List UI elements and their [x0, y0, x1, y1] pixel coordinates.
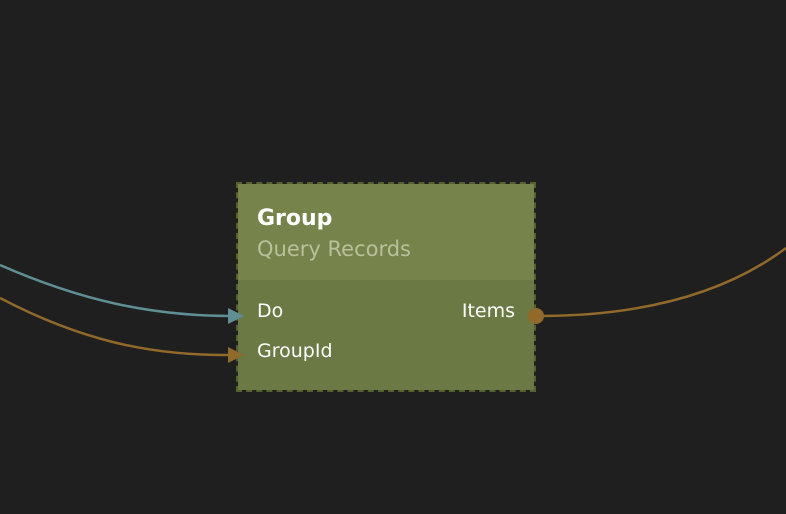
items-output-port-icon[interactable]	[528, 308, 544, 324]
groupid-input-port-icon[interactable]	[228, 347, 244, 363]
do-input-wire[interactable]	[0, 263, 233, 318]
group-query-records-node[interactable]: Group Query Records Do GroupId Items	[236, 182, 536, 392]
do-input-port-icon[interactable]	[228, 308, 244, 324]
node-ports: Do GroupId Items	[238, 280, 534, 390]
items-output-wire[interactable]	[537, 246, 786, 318]
node-title: Group	[257, 206, 333, 231]
output-port-items-label: Items	[461, 300, 515, 322]
input-port-groupid-label: GroupId	[257, 340, 333, 362]
groupid-input-wire[interactable]	[0, 296, 233, 357]
node-subtitle: Query Records	[257, 237, 411, 261]
node-header[interactable]: Group Query Records	[238, 184, 534, 280]
input-port-do-label: Do	[257, 300, 284, 322]
